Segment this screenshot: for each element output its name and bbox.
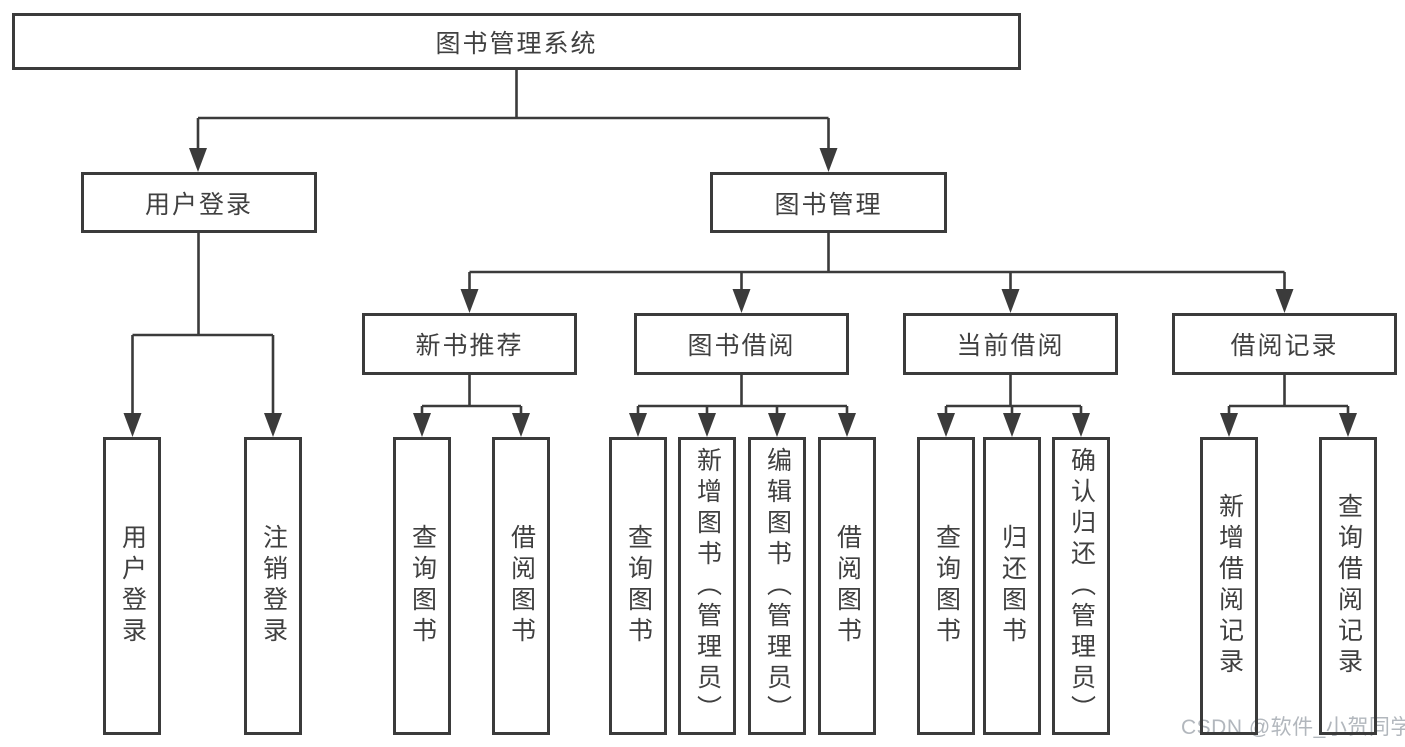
node-book-management-label: 图书管理: [774, 190, 883, 219]
leaf-add-book-admin: 新增图书（管理员）: [678, 437, 736, 735]
leaf-borrow-books-recommend-label: 借阅图书: [507, 524, 536, 648]
node-user-login: 用户登录: [81, 172, 317, 233]
node-current-borrowing-label: 当前借阅: [956, 332, 1065, 360]
node-new-book-recommend-label: 新书推荐: [415, 332, 524, 360]
leaf-user-login-label: 用户登录: [118, 524, 147, 648]
leaf-query-books-recommend-label: 查询图书: [408, 524, 437, 648]
leaf-query-books-borrow-label: 查询图书: [624, 524, 653, 648]
leaf-add-book-admin-label: 新增图书（管理员）: [693, 446, 722, 726]
leaf-confirm-return-admin: 确认归还（管理员）: [1052, 437, 1110, 735]
node-new-book-recommend: 新书推荐: [362, 313, 577, 375]
leaf-return-books: 归还图书: [983, 437, 1041, 735]
leaf-query-borrow-record-label: 查询借阅记录: [1334, 493, 1363, 679]
leaf-borrow-books-recommend: 借阅图书: [492, 437, 550, 735]
leaf-query-books-current-label: 查询图书: [932, 524, 961, 648]
leaf-edit-book-admin-label: 编辑图书（管理员）: [763, 446, 792, 726]
node-book-borrowing-label: 图书借阅: [687, 332, 796, 360]
leaf-add-borrow-record-label: 新增借阅记录: [1215, 493, 1244, 679]
node-library-system-label: 图书管理系统: [435, 29, 598, 58]
node-borrow-records-label: 借阅记录: [1230, 332, 1339, 360]
leaf-borrow-books-label: 借阅图书: [833, 524, 862, 648]
node-book-management: 图书管理: [710, 172, 947, 233]
leaf-borrow-books: 借阅图书: [818, 437, 876, 735]
leaf-return-books-label: 归还图书: [998, 524, 1027, 648]
leaf-logout-label: 注销登录: [259, 524, 288, 648]
leaf-query-books-recommend: 查询图书: [393, 437, 451, 735]
leaf-user-login: 用户登录: [103, 437, 161, 735]
leaf-query-books-current: 查询图书: [917, 437, 975, 735]
leaf-query-borrow-record: 查询借阅记录: [1319, 437, 1377, 735]
leaf-edit-book-admin: 编辑图书（管理员）: [748, 437, 806, 735]
node-borrow-records: 借阅记录: [1172, 313, 1397, 375]
leaf-logout: 注销登录: [244, 437, 302, 735]
leaf-add-borrow-record: 新增借阅记录: [1200, 437, 1258, 735]
node-current-borrowing: 当前借阅: [903, 313, 1118, 375]
node-book-borrowing: 图书借阅: [634, 313, 849, 375]
leaf-query-books-borrow: 查询图书: [609, 437, 667, 735]
node-library-system: 图书管理系统: [12, 13, 1021, 70]
node-user-login-label: 用户登录: [144, 190, 253, 219]
leaf-confirm-return-admin-label: 确认归还（管理员）: [1067, 446, 1096, 726]
